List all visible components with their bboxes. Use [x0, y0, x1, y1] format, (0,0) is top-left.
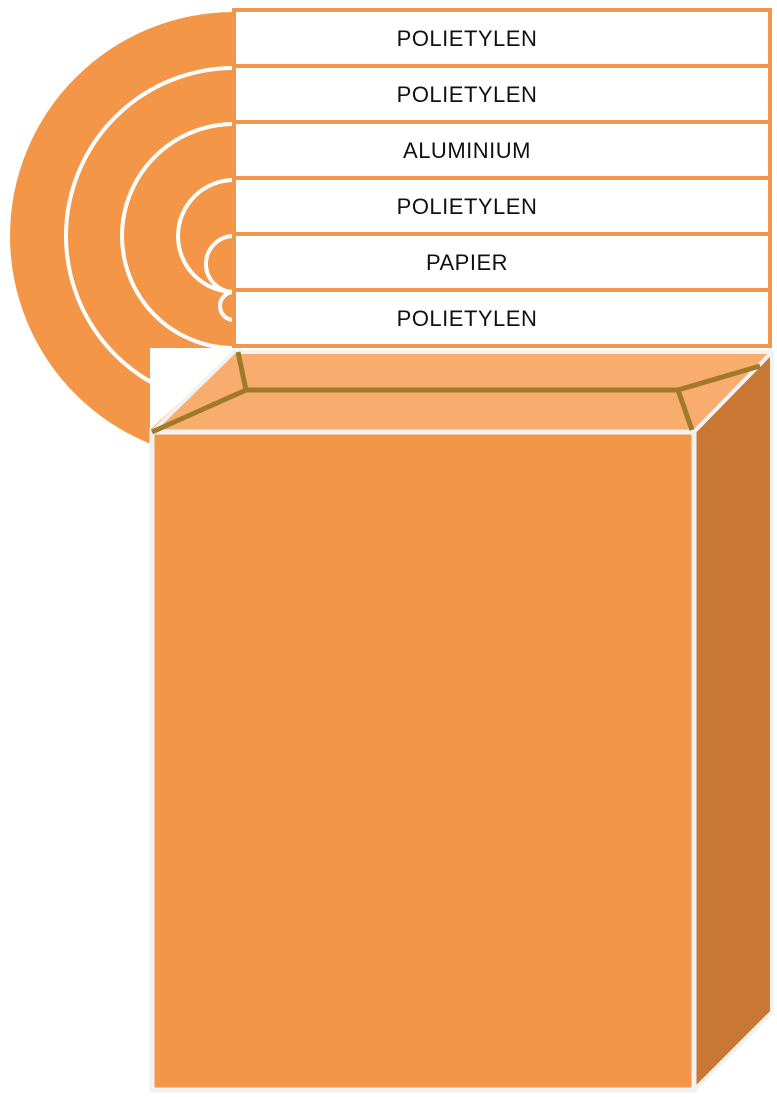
layer-label-3: ALUMINIUM — [403, 138, 531, 163]
layer-label-6: POLIETYLEN — [397, 306, 538, 331]
layer-ring-6 — [218, 290, 235, 322]
ring-cutout — [150, 348, 234, 430]
carton-front-face — [149, 429, 697, 1093]
layer-ring-4 — [176, 178, 235, 294]
carton-box — [149, 350, 774, 1093]
layer-label-4: POLIETYLEN — [397, 194, 538, 219]
carton-side-face — [692, 350, 774, 1092]
layer-bands: POLIETYLEN POLIETYLEN ALUMINIUM POLIETYLEN P… — [232, 8, 772, 348]
layer-label-2: POLIETYLEN — [397, 82, 538, 107]
carton-seam-line-right — [677, 363, 761, 393]
layer-label-1: POLIETYLEN — [397, 26, 538, 51]
layer-band-4 — [232, 176, 772, 236]
layer-band-6 — [232, 288, 772, 348]
layer-band-1 — [232, 8, 772, 68]
layer-ring-5 — [204, 234, 235, 294]
layer-band-3 — [232, 120, 772, 180]
layer-label-5: PAPIER — [426, 250, 508, 275]
layer-ring-3 — [120, 122, 235, 350]
